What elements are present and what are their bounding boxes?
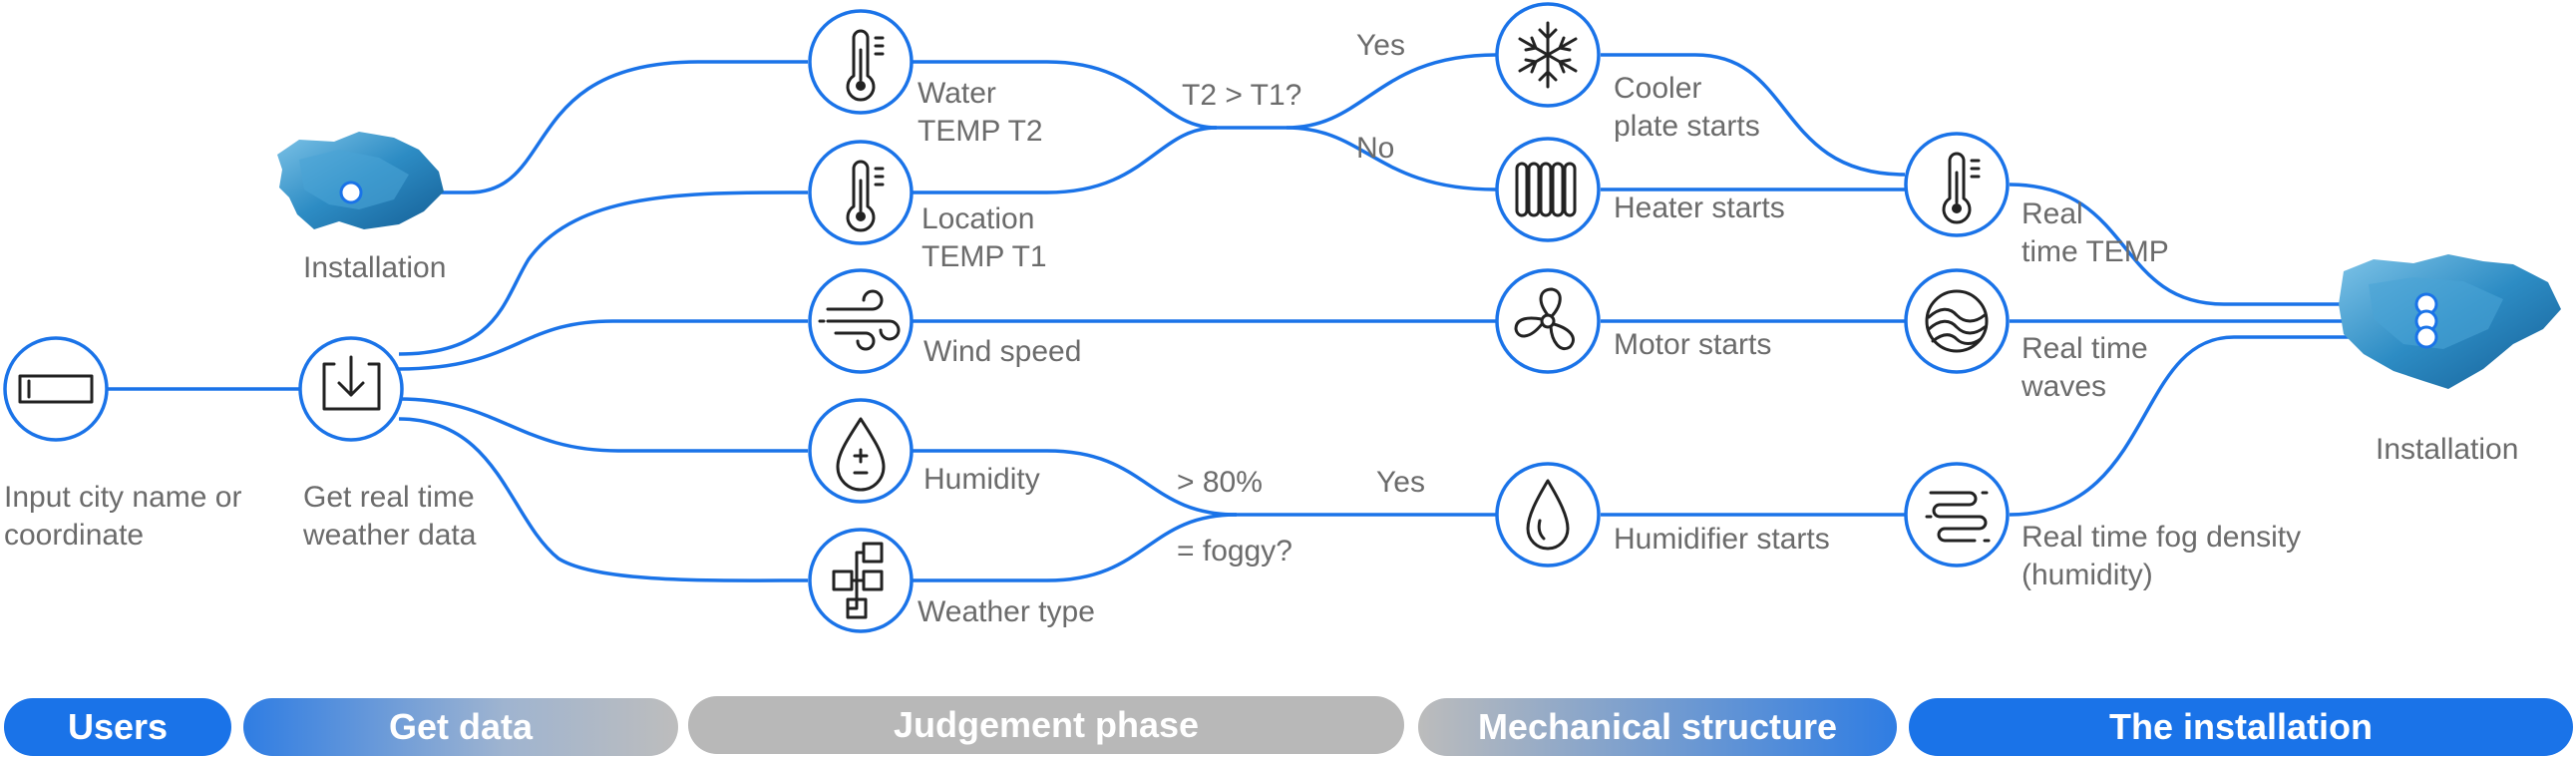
radiator-icon — [1515, 162, 1577, 217]
node-get-data — [298, 336, 404, 442]
node-input — [3, 336, 109, 442]
node-realtime-waves — [1904, 268, 2010, 374]
phase-installation: The installation — [1909, 698, 2573, 756]
water-drop-icon — [1526, 479, 1570, 551]
label-humidity: Humidity — [923, 463, 1040, 496]
snowflake-icon — [1518, 21, 1578, 89]
link-fog-to-installation — [2009, 335, 2426, 517]
phase-users: Users — [4, 698, 231, 756]
thermometer-icon — [846, 29, 885, 102]
label-installation-left: Installation — [303, 251, 446, 284]
phase-users-label: Users — [68, 706, 168, 747]
label-realtime-fog: Real time fog density(humidity) — [2022, 521, 2301, 591]
phase-mechanical-label: Mechanical structure — [1478, 706, 1837, 747]
label-wind: Wind speed — [923, 335, 1081, 368]
link-cooler-to-realtime-temp — [1601, 53, 1906, 177]
link-water-temp-to-compare — [913, 60, 1218, 130]
phase-installation-label: The installation — [2109, 706, 2373, 747]
node-water-temp — [808, 9, 914, 115]
link-weather-type-to-judge — [913, 513, 1238, 582]
phase-judgement-label: Judgement phase — [894, 704, 1199, 745]
waves-icon — [1925, 289, 1989, 353]
input-box-icon — [18, 374, 94, 404]
thermometer-icon — [846, 160, 885, 232]
installation-image-left — [277, 132, 444, 229]
humidity-drop-icon — [836, 417, 886, 492]
connectors — [108, 53, 2426, 582]
link-realtime-temp-to-installation — [2009, 183, 2426, 306]
label-yes-bottom: Yes — [1376, 466, 1425, 499]
link-getdata-to-location-temp — [398, 190, 809, 356]
node-realtime-temp — [1904, 132, 2010, 237]
phase-get-data: Get data — [243, 698, 678, 756]
label-humidity-threshold: > 80% — [1177, 466, 1263, 499]
link-installation-to-water-temp — [359, 60, 808, 194]
label-motor: Motor starts — [1614, 328, 1771, 361]
node-wind — [808, 268, 914, 374]
link-compare-to-heater — [1286, 126, 1497, 191]
fog-icon — [1925, 491, 1991, 543]
label-weather-type: Weather type — [918, 595, 1095, 628]
node-cooler — [1495, 2, 1601, 108]
node-heater — [1495, 137, 1601, 242]
hierarchy-icon — [832, 542, 884, 619]
link-getdata-to-weather-type — [398, 417, 809, 582]
label-heater: Heater starts — [1614, 191, 1785, 224]
phase-get-data-label: Get data — [389, 706, 534, 747]
wind-icon — [818, 289, 901, 351]
label-humidifier: Humidifier starts — [1614, 523, 1830, 556]
node-weather-type — [808, 528, 914, 633]
installation-image-right — [2339, 254, 2561, 389]
node-humidity — [808, 398, 914, 504]
label-foggy: = foggy? — [1177, 535, 1292, 568]
phase-bar: Users Get data Judgement phase Mechanica… — [4, 696, 2573, 756]
thermometer-icon — [1942, 152, 1981, 224]
label-installation-right: Installation — [2376, 433, 2518, 466]
link-compare-to-cooler — [1286, 53, 1497, 130]
node-humidifier — [1495, 462, 1601, 568]
label-yes-top: Yes — [1356, 29, 1405, 62]
node-realtime-fog — [1904, 462, 2010, 568]
label-temp-compare: T2 > T1? — [1182, 79, 1301, 112]
download-icon — [322, 355, 381, 411]
node-motor — [1495, 268, 1601, 374]
link-getdata-to-humidity — [398, 397, 808, 453]
phase-judgement: Judgement phase — [688, 696, 1404, 754]
link-location-temp-to-compare — [913, 126, 1218, 194]
link-getdata-to-wind — [398, 319, 808, 371]
label-no-top: No — [1356, 132, 1394, 165]
link-humidity-to-judge — [913, 449, 1238, 517]
phase-mechanical: Mechanical structure — [1418, 698, 1897, 756]
installation-left-port — [339, 181, 363, 204]
installation-right-ports — [2414, 292, 2438, 349]
fan-icon — [1514, 287, 1575, 350]
node-location-temp — [808, 140, 914, 245]
